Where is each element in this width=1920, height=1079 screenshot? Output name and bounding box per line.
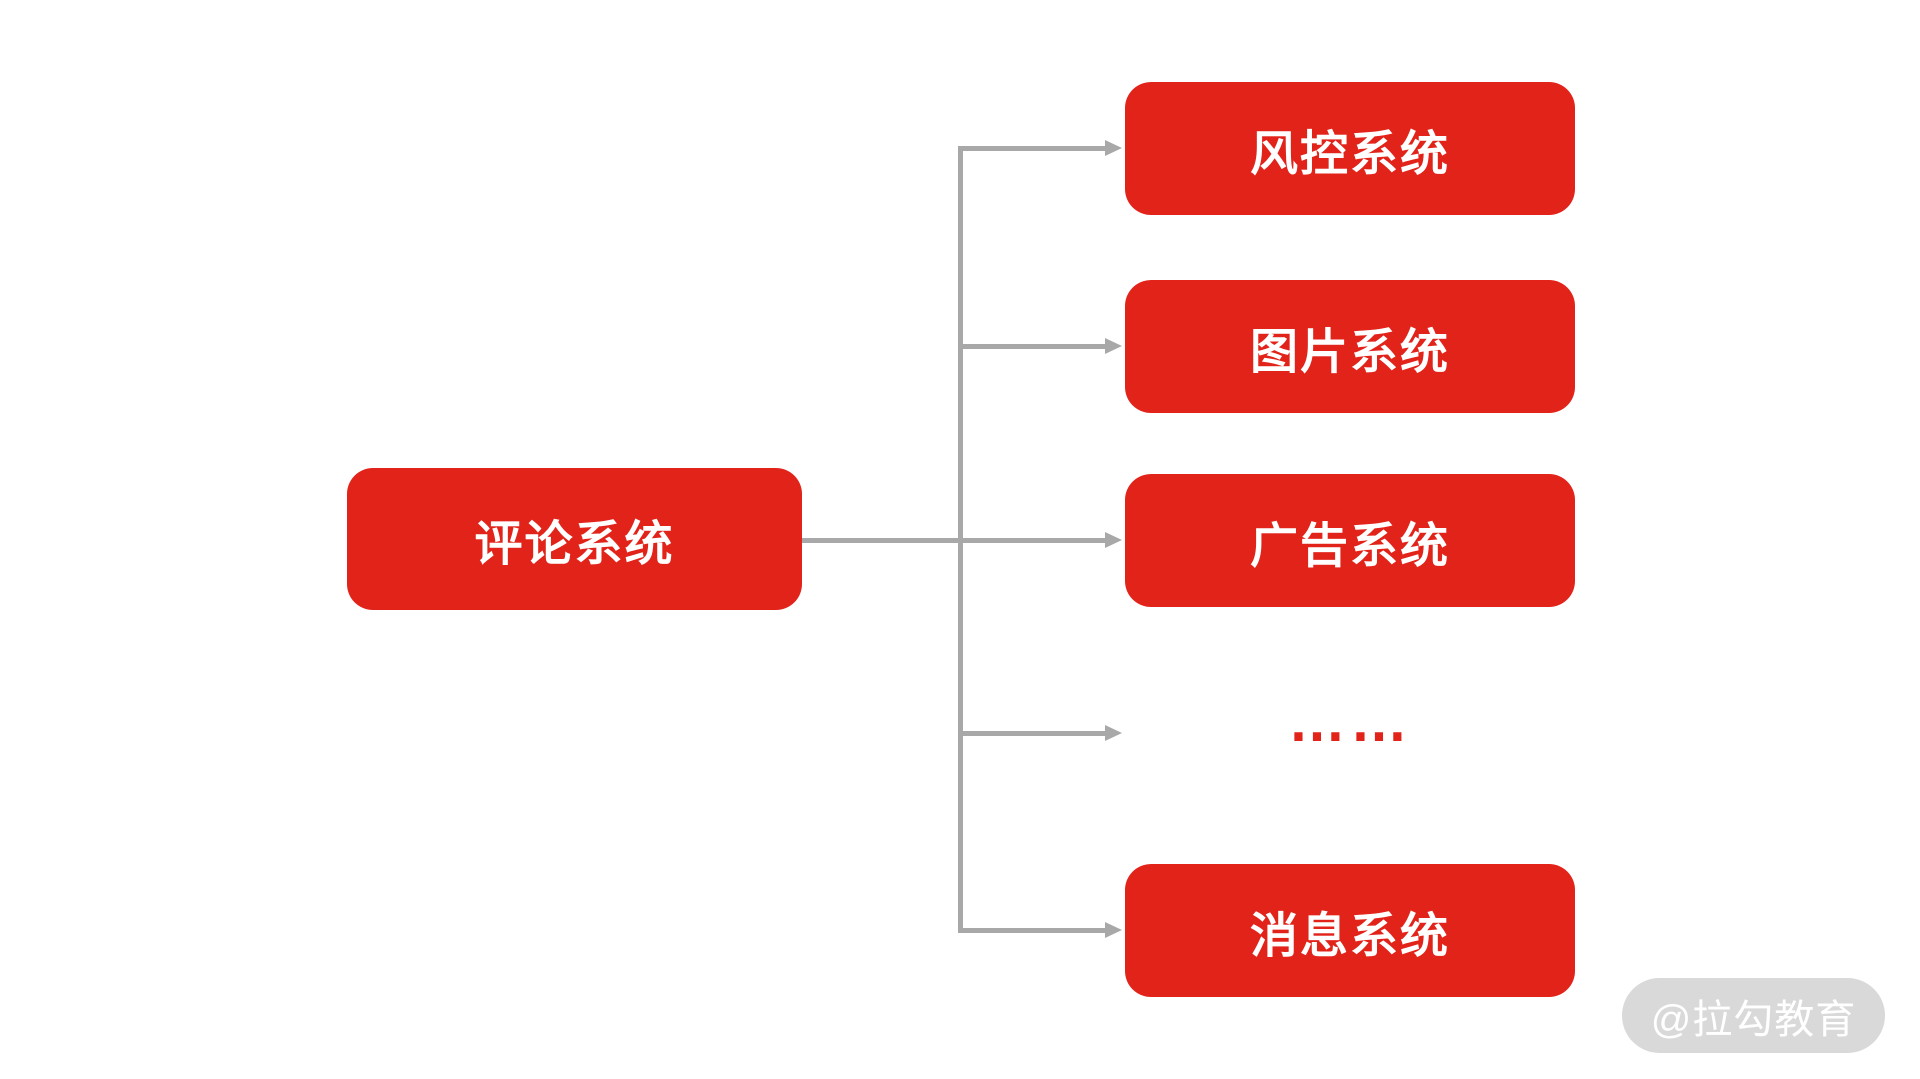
node-comment-system: 评论系统 [347, 468, 802, 610]
node-message-system-label: 消息系统 [1249, 909, 1450, 963]
arrowhead-icon [1105, 140, 1122, 156]
watermark-label: @拉勾教育 [1650, 997, 1857, 1042]
node-risk-system: 风控系统 [1125, 82, 1575, 215]
arrowhead-icon [1105, 532, 1122, 548]
connector-branch-image [958, 344, 1105, 349]
node-comment-system-label: 评论系统 [474, 518, 675, 571]
ellipsis-label: …… [1288, 689, 1412, 754]
arrowhead-icon [1105, 338, 1122, 354]
arrowhead-icon [1105, 922, 1122, 938]
connector-branch-risk [958, 146, 1105, 151]
node-image-system-label: 图片系统 [1249, 325, 1450, 379]
watermark-badge: @拉勾教育 [1622, 978, 1885, 1053]
connector-branch-message [958, 928, 1105, 933]
node-image-system: 图片系统 [1125, 280, 1575, 413]
connector-trunk-vertical [958, 146, 963, 933]
node-message-system: 消息系统 [1125, 864, 1575, 997]
arrowhead-icon [1105, 725, 1122, 741]
node-ad-system-label: 广告系统 [1249, 519, 1450, 573]
connector-branch-ellipsis [958, 731, 1105, 736]
node-ad-system: 广告系统 [1125, 474, 1575, 607]
connector-root-horizontal [800, 538, 1105, 543]
node-risk-system-label: 风控系统 [1249, 127, 1450, 181]
